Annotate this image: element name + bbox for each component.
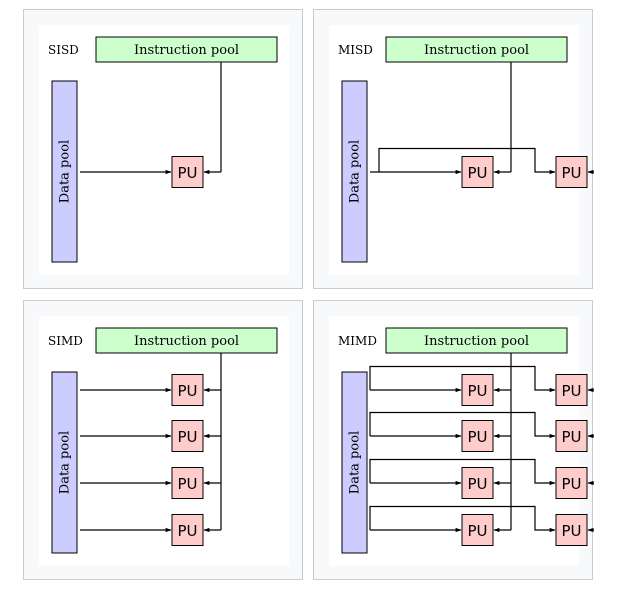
processing-unit-label: PU <box>177 522 197 540</box>
processing-unit <box>461 514 494 546</box>
processing-unit <box>461 374 494 406</box>
data-pool <box>51 371 78 554</box>
processing-unit <box>171 467 204 499</box>
diagram-label: MISD <box>338 43 373 57</box>
processing-unit <box>555 514 588 546</box>
processing-unit-label: PU <box>561 382 581 400</box>
processing-unit <box>171 420 204 452</box>
processing-unit <box>555 420 588 452</box>
processing-unit-label: PU <box>467 382 487 400</box>
data-pool-label: Data pool <box>58 140 73 203</box>
instruction-pool <box>385 36 568 63</box>
data-pool <box>51 80 78 263</box>
data-branch-arrow <box>369 458 556 486</box>
data-branch-arrow <box>378 147 556 175</box>
processing-unit <box>171 374 204 406</box>
diagram-area <box>39 25 289 275</box>
data-pool-label: Data pool <box>58 431 73 494</box>
processing-unit-label: PU <box>177 428 197 446</box>
data-pool-label: Data pool <box>348 140 363 203</box>
instruction-pool-label: Instruction pool <box>134 334 239 349</box>
processing-unit-label: PU <box>467 522 487 540</box>
processing-unit-label: PU <box>177 382 197 400</box>
data-pool-label: Data pool <box>348 431 363 494</box>
processing-unit <box>461 156 494 188</box>
processing-unit-label: PU <box>561 428 581 446</box>
diagram-area <box>39 316 289 566</box>
instruction-pool <box>385 327 568 354</box>
data-pool <box>341 80 368 263</box>
diagram-area <box>329 316 579 566</box>
processing-unit <box>461 467 494 499</box>
processing-unit-label: PU <box>561 475 581 493</box>
data-branch-arrow <box>369 365 556 393</box>
instruction-pool-label: Instruction pool <box>424 43 529 58</box>
processing-unit-label: PU <box>561 522 581 540</box>
processing-unit-label: PU <box>561 164 581 182</box>
diagram-label: MIMD <box>338 334 377 348</box>
processing-unit-label: PU <box>467 164 487 182</box>
diagram-label: SIMD <box>48 334 83 348</box>
diagram-area <box>329 25 579 275</box>
instruction-pool-label: Instruction pool <box>134 43 239 58</box>
processing-unit-label: PU <box>467 428 487 446</box>
data-branch-arrow <box>369 411 556 439</box>
processing-unit <box>555 374 588 406</box>
processing-unit <box>555 156 588 188</box>
instruction-pool-label: Instruction pool <box>424 334 529 349</box>
processing-unit-label: PU <box>467 475 487 493</box>
instruction-pool <box>95 36 278 63</box>
processing-unit <box>171 514 204 546</box>
processing-unit <box>555 467 588 499</box>
processing-unit <box>461 420 494 452</box>
processing-unit-label: PU <box>177 475 197 493</box>
data-pool <box>341 371 368 554</box>
processing-unit-label: PU <box>177 164 197 182</box>
processing-unit <box>171 156 204 188</box>
instruction-pool <box>95 327 278 354</box>
diagram-label: SISD <box>48 43 79 57</box>
data-branch-arrow <box>369 505 556 533</box>
